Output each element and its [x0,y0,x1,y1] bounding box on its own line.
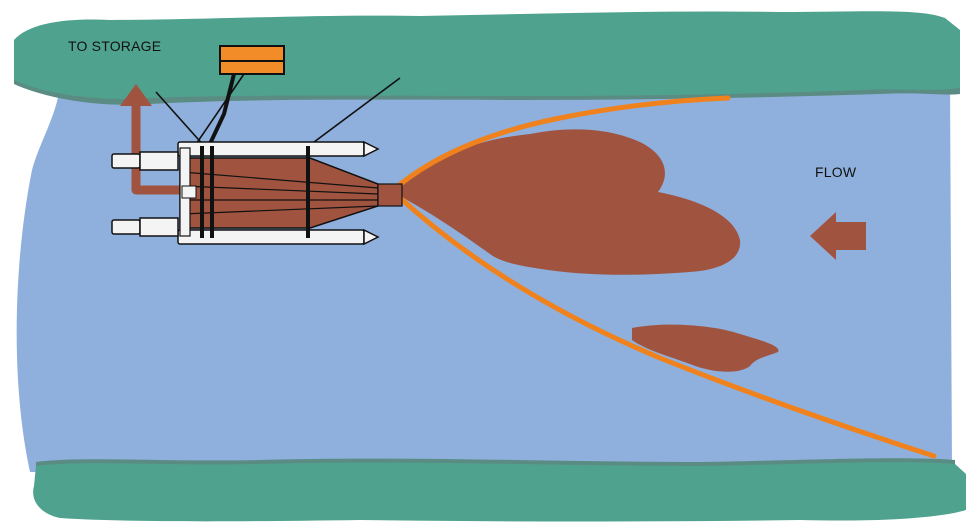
pontoon-lower [177,229,365,245]
intake-nozzle [377,183,403,207]
hull-planks [181,171,379,215]
vessel-crossbars [200,146,310,238]
up-arrow-icon [131,102,192,195]
control-box [219,45,285,75]
control-cable [206,73,236,149]
left-arrow-icon [810,212,866,260]
containment-boom-upper [395,95,731,189]
pontoon-lower-tip [363,228,380,246]
pontoon-upper-tip [363,140,380,158]
top-bank [14,11,960,99]
oil-slick-main [400,129,741,275]
up-arrow-icon-head [120,84,152,106]
flow-label: FLOW [815,164,857,180]
oil-slick-small [632,324,779,372]
tether-lines [155,73,401,151]
thruster-lower [139,217,179,237]
thruster-upper [139,151,179,171]
to-storage-label: TO STORAGE [68,38,162,54]
skimmer-vessel [111,140,403,246]
thruster-upper-nozzle [111,153,141,169]
bottom-bank [33,462,967,522]
thruster-lower-nozzle [111,219,141,235]
pontoon-upper [177,141,365,157]
pump-outlet [181,185,197,199]
containment-boom-lower [395,193,937,459]
